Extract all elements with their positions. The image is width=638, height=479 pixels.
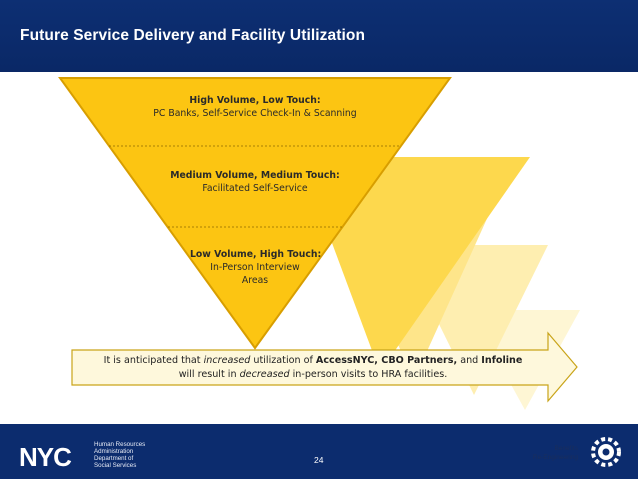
diagram: High Volume, Low Touch: PC Banks, Self-S…: [0, 72, 638, 422]
arrow-text-line-2: will result in decreased in-person visit…: [178, 369, 448, 380]
level-medium-detail: Facilitated Self-Service: [202, 183, 308, 194]
slide-title: Future Service Delivery and Facility Uti…: [20, 27, 366, 44]
header-bar: Future Service Delivery and Facility Uti…: [0, 0, 638, 72]
pyramid-graphic: [58, 77, 580, 410]
program-label: Benefits Re-Engineering: [532, 445, 578, 461]
echo-triangle-1: [300, 157, 530, 372]
footer-bar: [0, 424, 638, 479]
level-medium-heading: Medium Volume, Medium Touch:: [170, 170, 340, 181]
page-number: 24: [314, 455, 324, 465]
agency-name: Human Resources Administration Departmen…: [94, 441, 146, 469]
level-low-heading: Low Volume, High Touch:: [190, 249, 322, 260]
nyc-logo: NYC: [19, 442, 72, 472]
level-high-detail: PC Banks, Self-Service Check-In & Scanni…: [153, 108, 357, 119]
level-high-heading: High Volume, Low Touch:: [189, 95, 321, 106]
level-medium: Medium Volume, Medium Touch: Facilitated…: [165, 169, 345, 195]
level-low: Low Volume, High Touch: In-Person Interv…: [190, 248, 322, 287]
level-low-detail-2: Areas: [241, 275, 269, 286]
level-low-detail-1: In-Person Interview: [210, 262, 300, 273]
level-high: High Volume, Low Touch: PC Banks, Self-S…: [150, 94, 360, 120]
main-pyramid: [58, 77, 452, 350]
gear-icon: [586, 432, 626, 477]
arrow-text: It is anticipated that increased utiliza…: [78, 354, 548, 382]
callout-arrow: [71, 331, 578, 403]
arrow-text-line-1: It is anticipated that increased utiliza…: [103, 355, 523, 366]
